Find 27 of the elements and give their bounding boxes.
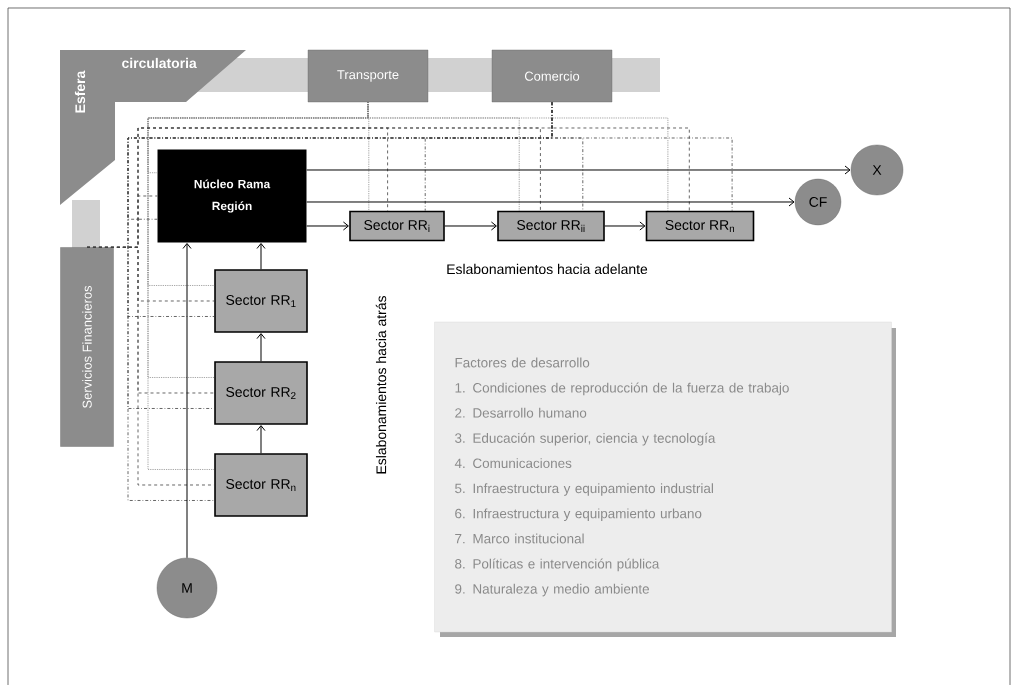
linkage-line: [147, 101, 369, 470]
label-box: Comercio: [491, 49, 613, 103]
sector-box: Sector RR$_{i}$: [349, 210, 445, 242]
label-box: Servicios Financieros: [60, 247, 114, 447]
sector-box: Sector RR$_{ii}$: [497, 210, 605, 242]
linkage-line: [127, 101, 553, 501]
core-box: Núcleo Rama Región: [157, 149, 307, 243]
arrow: [306, 221, 349, 231]
arrow: [444, 221, 497, 231]
caption-text: Eslabonamientos hacia adelante: [447, 263, 648, 275]
arrow: [306, 197, 795, 207]
sector-box: Sector RR$_{1}$: [214, 269, 308, 333]
arrow: [306, 165, 851, 175]
arrow: [256, 243, 266, 270]
sector-box: Sector RR$_{2}$: [214, 361, 308, 425]
arrow: [182, 243, 192, 559]
arrow: [256, 425, 266, 454]
circle-node: X: [850, 144, 904, 196]
label-box: Transporte: [307, 49, 429, 103]
arrow: [256, 333, 266, 362]
circle-node: CF: [794, 178, 842, 226]
arrow: [604, 221, 646, 231]
factors-panel: Factores de desarrollo 1. Condiciones de reproducción de la fuerza de trabajo 2. Desarrollo humano 3. Educación superior, ciencia y tecnología 4. Comunicaciones 5. Infraestructura y equipamiento industrial 6. Infraestructura y equipamiento urbano 7. Marco institucional 8. Políticas e intervención pública 9. Naturaleza y medio ambiente: [434, 321, 896, 637]
sector-box: Sector RR$_{n}$: [214, 453, 308, 517]
sector-box: Sector RR$_{n}$: [645, 210, 755, 242]
circle-node: M: [156, 557, 218, 619]
caption-text: Eslabonamientos hacia atrás: [375, 296, 387, 474]
